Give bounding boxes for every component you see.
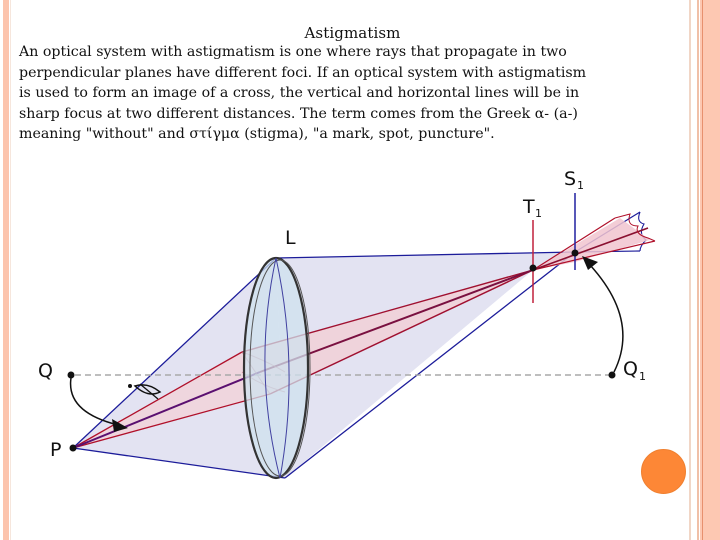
q1-label: Q (623, 358, 638, 380)
s1-label: S (564, 168, 576, 190)
s1-subscript: 1 (577, 179, 584, 192)
paragraph-line: An optical system with astigmatism is on… (19, 44, 567, 60)
paragraph-line: is used to form an image of a cross, the… (19, 85, 580, 101)
lens-label: L (285, 227, 296, 249)
right-border-line-inner (697, 0, 699, 540)
paragraph-line: perpendicular planes have different foci… (19, 64, 587, 81)
lens-icon (242, 256, 311, 480)
right-border-line (689, 0, 691, 540)
t1-subscript: 1 (535, 207, 542, 220)
left-border-stripe (3, 0, 9, 540)
description-paragraph: An optical system with astigmatism is on… (19, 42, 691, 145)
slide-title: Astigmatism (304, 24, 401, 42)
paragraph-line: meaning "without" and στίγμα (stigma), "… (19, 126, 495, 142)
point-p-marker (69, 444, 77, 452)
point-q-label: Q (38, 360, 53, 382)
paragraph-line: sharp focus at two different distances. … (19, 105, 578, 122)
tangential-focus-point (529, 264, 537, 272)
q1-subscript: 1 (639, 370, 646, 383)
point-p-label: P (50, 439, 61, 461)
point-q1-marker (608, 371, 616, 379)
red-ray-fan (72, 213, 656, 449)
left-border-line (10, 0, 11, 540)
sagittal-focus-point (571, 249, 579, 257)
decorative-orange-circle (641, 449, 686, 494)
point-q-marker (67, 371, 75, 379)
rotation-arrow-q1-to-s1 (589, 264, 624, 373)
right-border-band-line (702, 0, 703, 540)
right-border-band (700, 0, 720, 540)
astigmatism-diagram: L Q P T 1 S 1 Q 1 (38, 168, 656, 480)
rotation-arrow-q-to-p (69, 377, 119, 426)
t1-label: T (522, 196, 535, 218)
eye-icon (128, 383, 162, 400)
